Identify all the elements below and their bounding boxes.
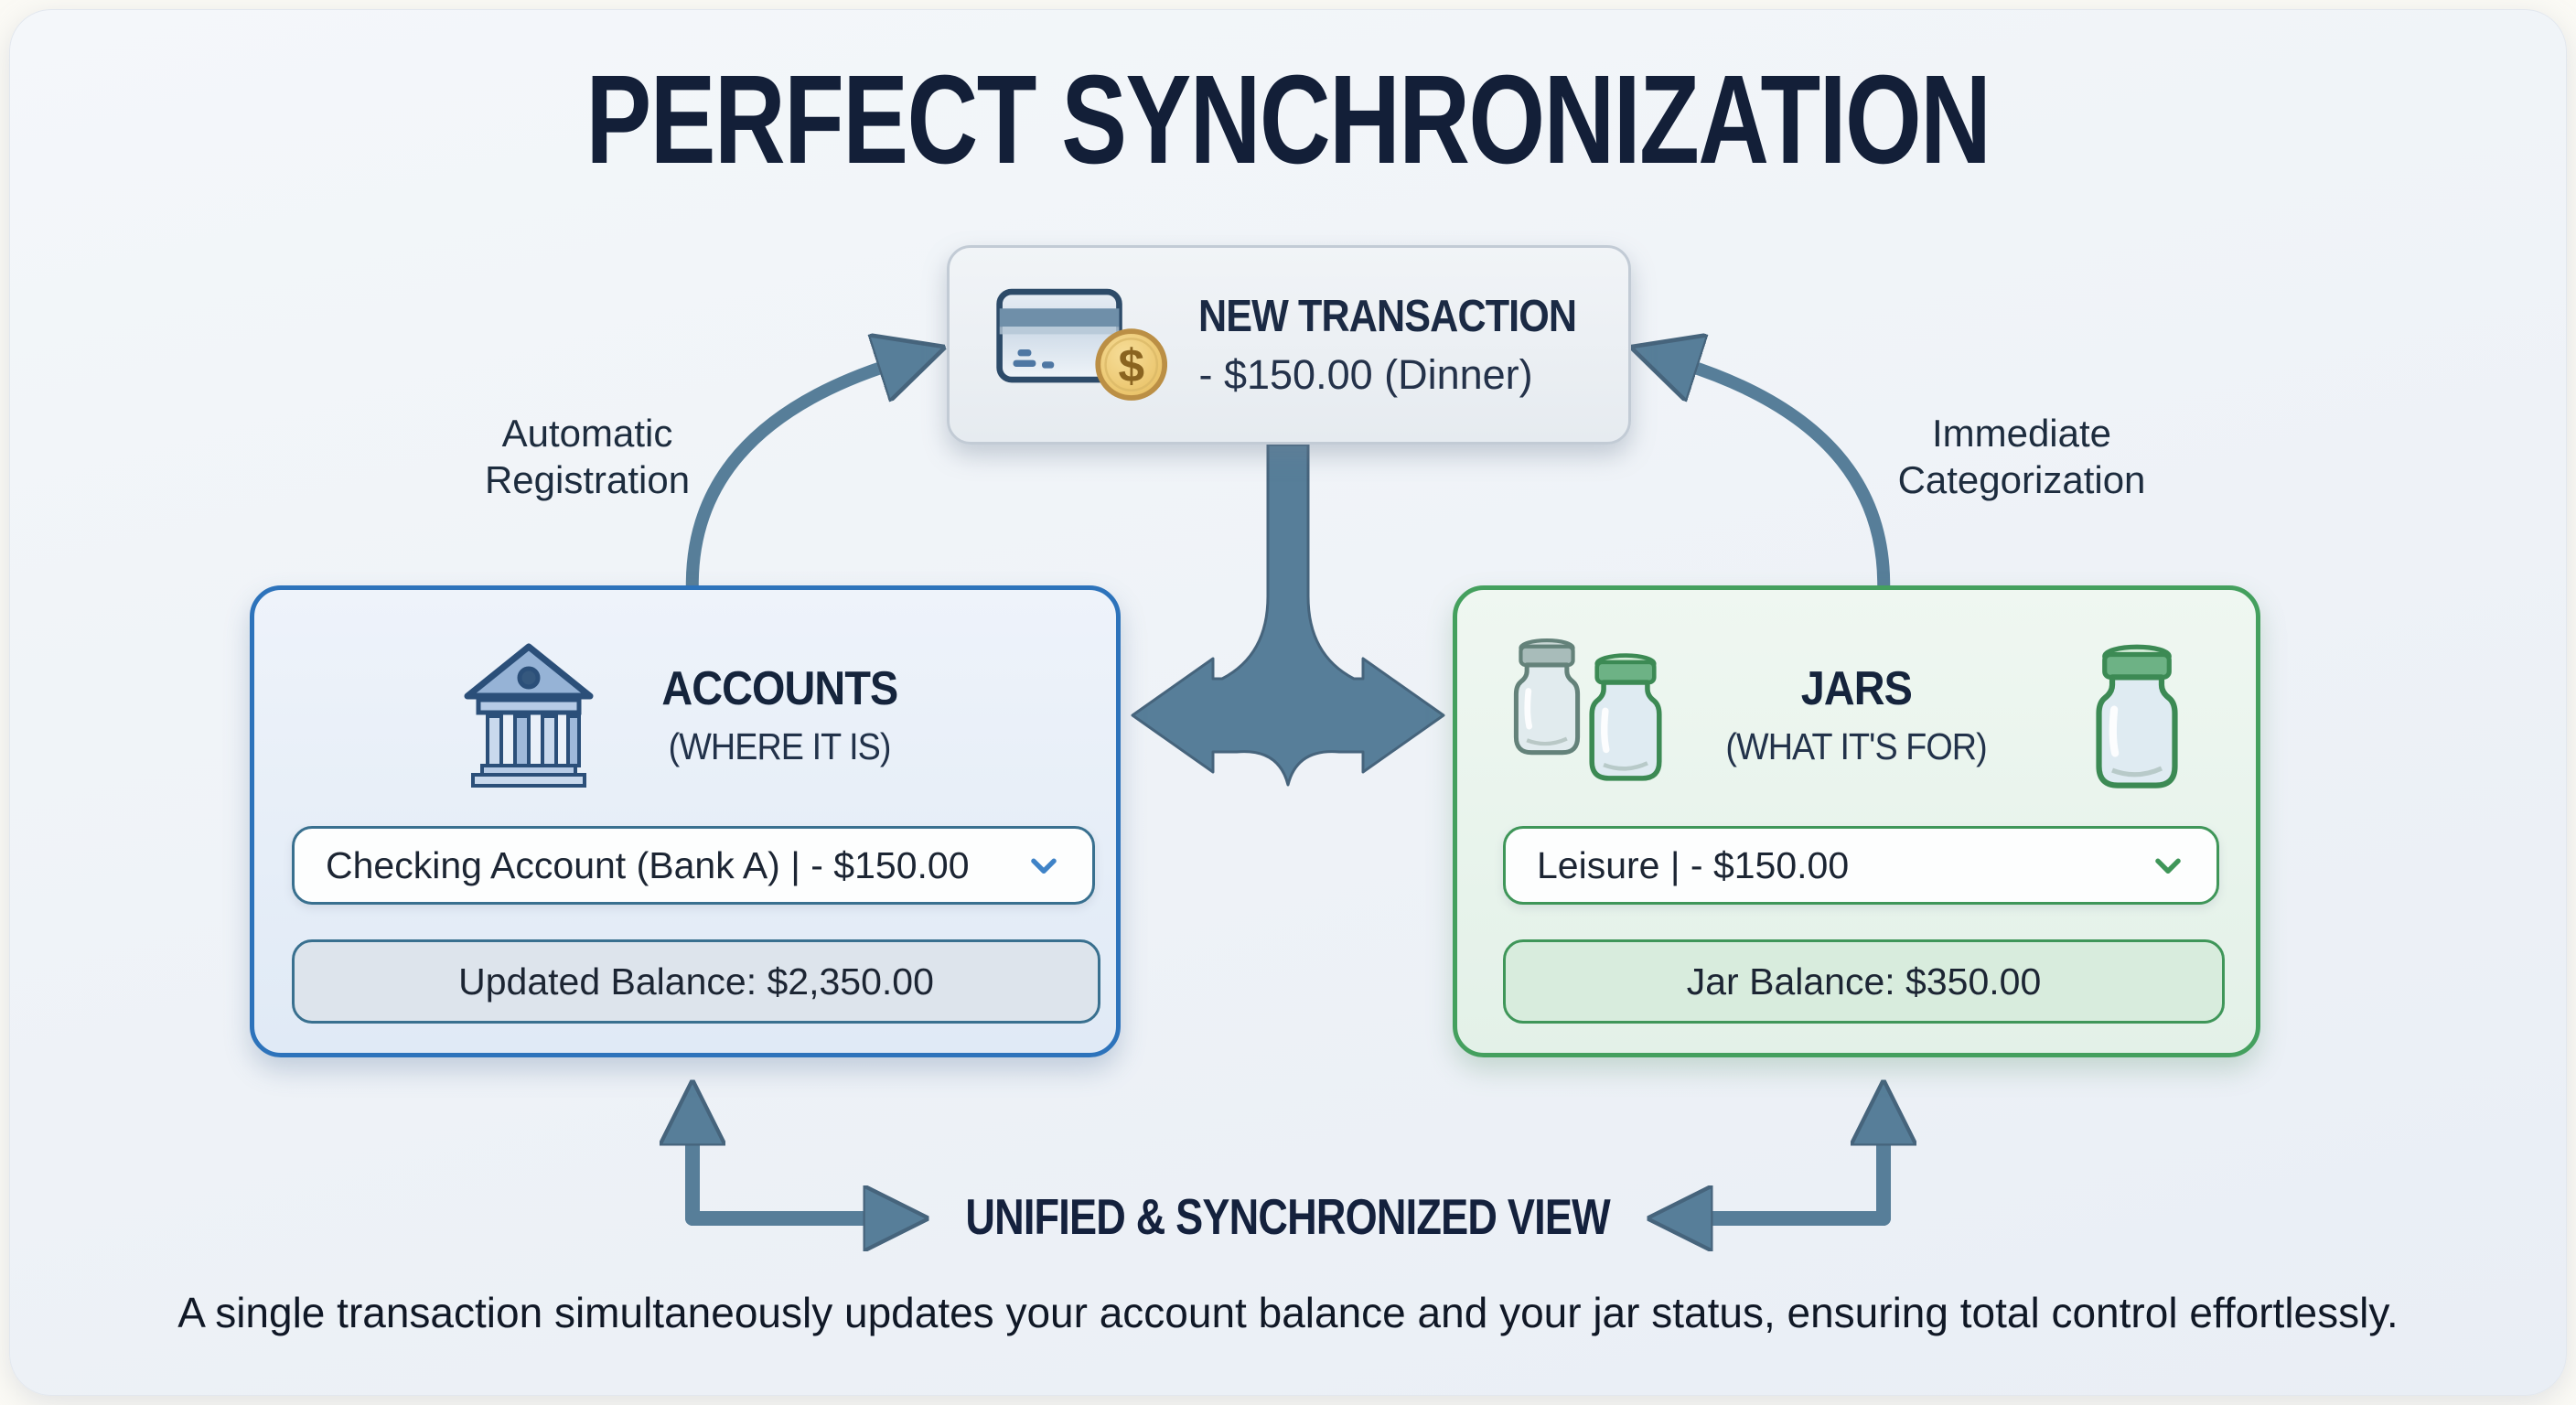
credit-card-icon: $ [996,288,1168,401]
account-dropdown[interactable]: Checking Account (Bank A) | - $150.00 [292,826,1095,905]
dollar-coin-icon: $ [1095,328,1168,401]
account-balance-pill: Updated Balance: $2,350.00 [292,939,1100,1024]
page-title: PERFECT SYNCHRONIZATION [585,49,1991,190]
arrow-immediate-categorization [1684,364,1891,601]
immediate-categorization-label: Immediate Categorization [1897,412,2146,502]
bank-icon [464,643,594,788]
account-dropdown-value: Checking Account (Bank A) | - $150.00 [326,843,970,886]
svg-text:$: $ [1118,339,1144,391]
jars-panel: JARS (WHAT IT'S FOR) Leisure | - $150.00… [1453,585,2260,1057]
new-transaction-box: $ NEW TRANSACTION - $150.00 (Dinner) [947,245,1631,445]
jar-dropdown-value: Leisure | - $150.00 [1537,843,1850,886]
jars-pair-icon [1513,638,1662,781]
arrow-automatic-registration [685,364,892,601]
transaction-title: NEW TRANSACTION [1198,292,1577,341]
jars-title: JARS [1800,661,1913,715]
accounts-panel: ACCOUNTS (WHERE IT IS) Checking Account … [250,585,1121,1057]
automatic-registration-label: Automatic Registration [484,412,691,502]
accounts-subtitle: (WHERE IT IS) [668,724,891,767]
caption-text: A single transaction simultaneously upda… [177,1289,2399,1336]
jar-dropdown[interactable]: Leisure | - $150.00 [1503,826,2219,905]
transaction-detail: - $150.00 (Dinner) [1198,351,1533,398]
accounts-title: ACCOUNTS [660,661,898,715]
jar-balance-text: Jar Balance: $350.00 [1686,960,2042,1003]
fork-arrow [1131,443,1445,787]
jars-subtitle: (WHAT IT'S FOR) [1725,724,1988,767]
jar-balance-pill: Jar Balance: $350.00 [1503,939,2225,1024]
jar-icon [2096,644,2178,788]
unified-view-label: UNIFIED & SYNCHRONIZED VIEW [965,1188,1611,1245]
chevron-down-icon [2155,858,2181,874]
chevron-down-icon [1031,858,1057,874]
account-balance-text: Updated Balance: $2,350.00 [458,960,934,1003]
